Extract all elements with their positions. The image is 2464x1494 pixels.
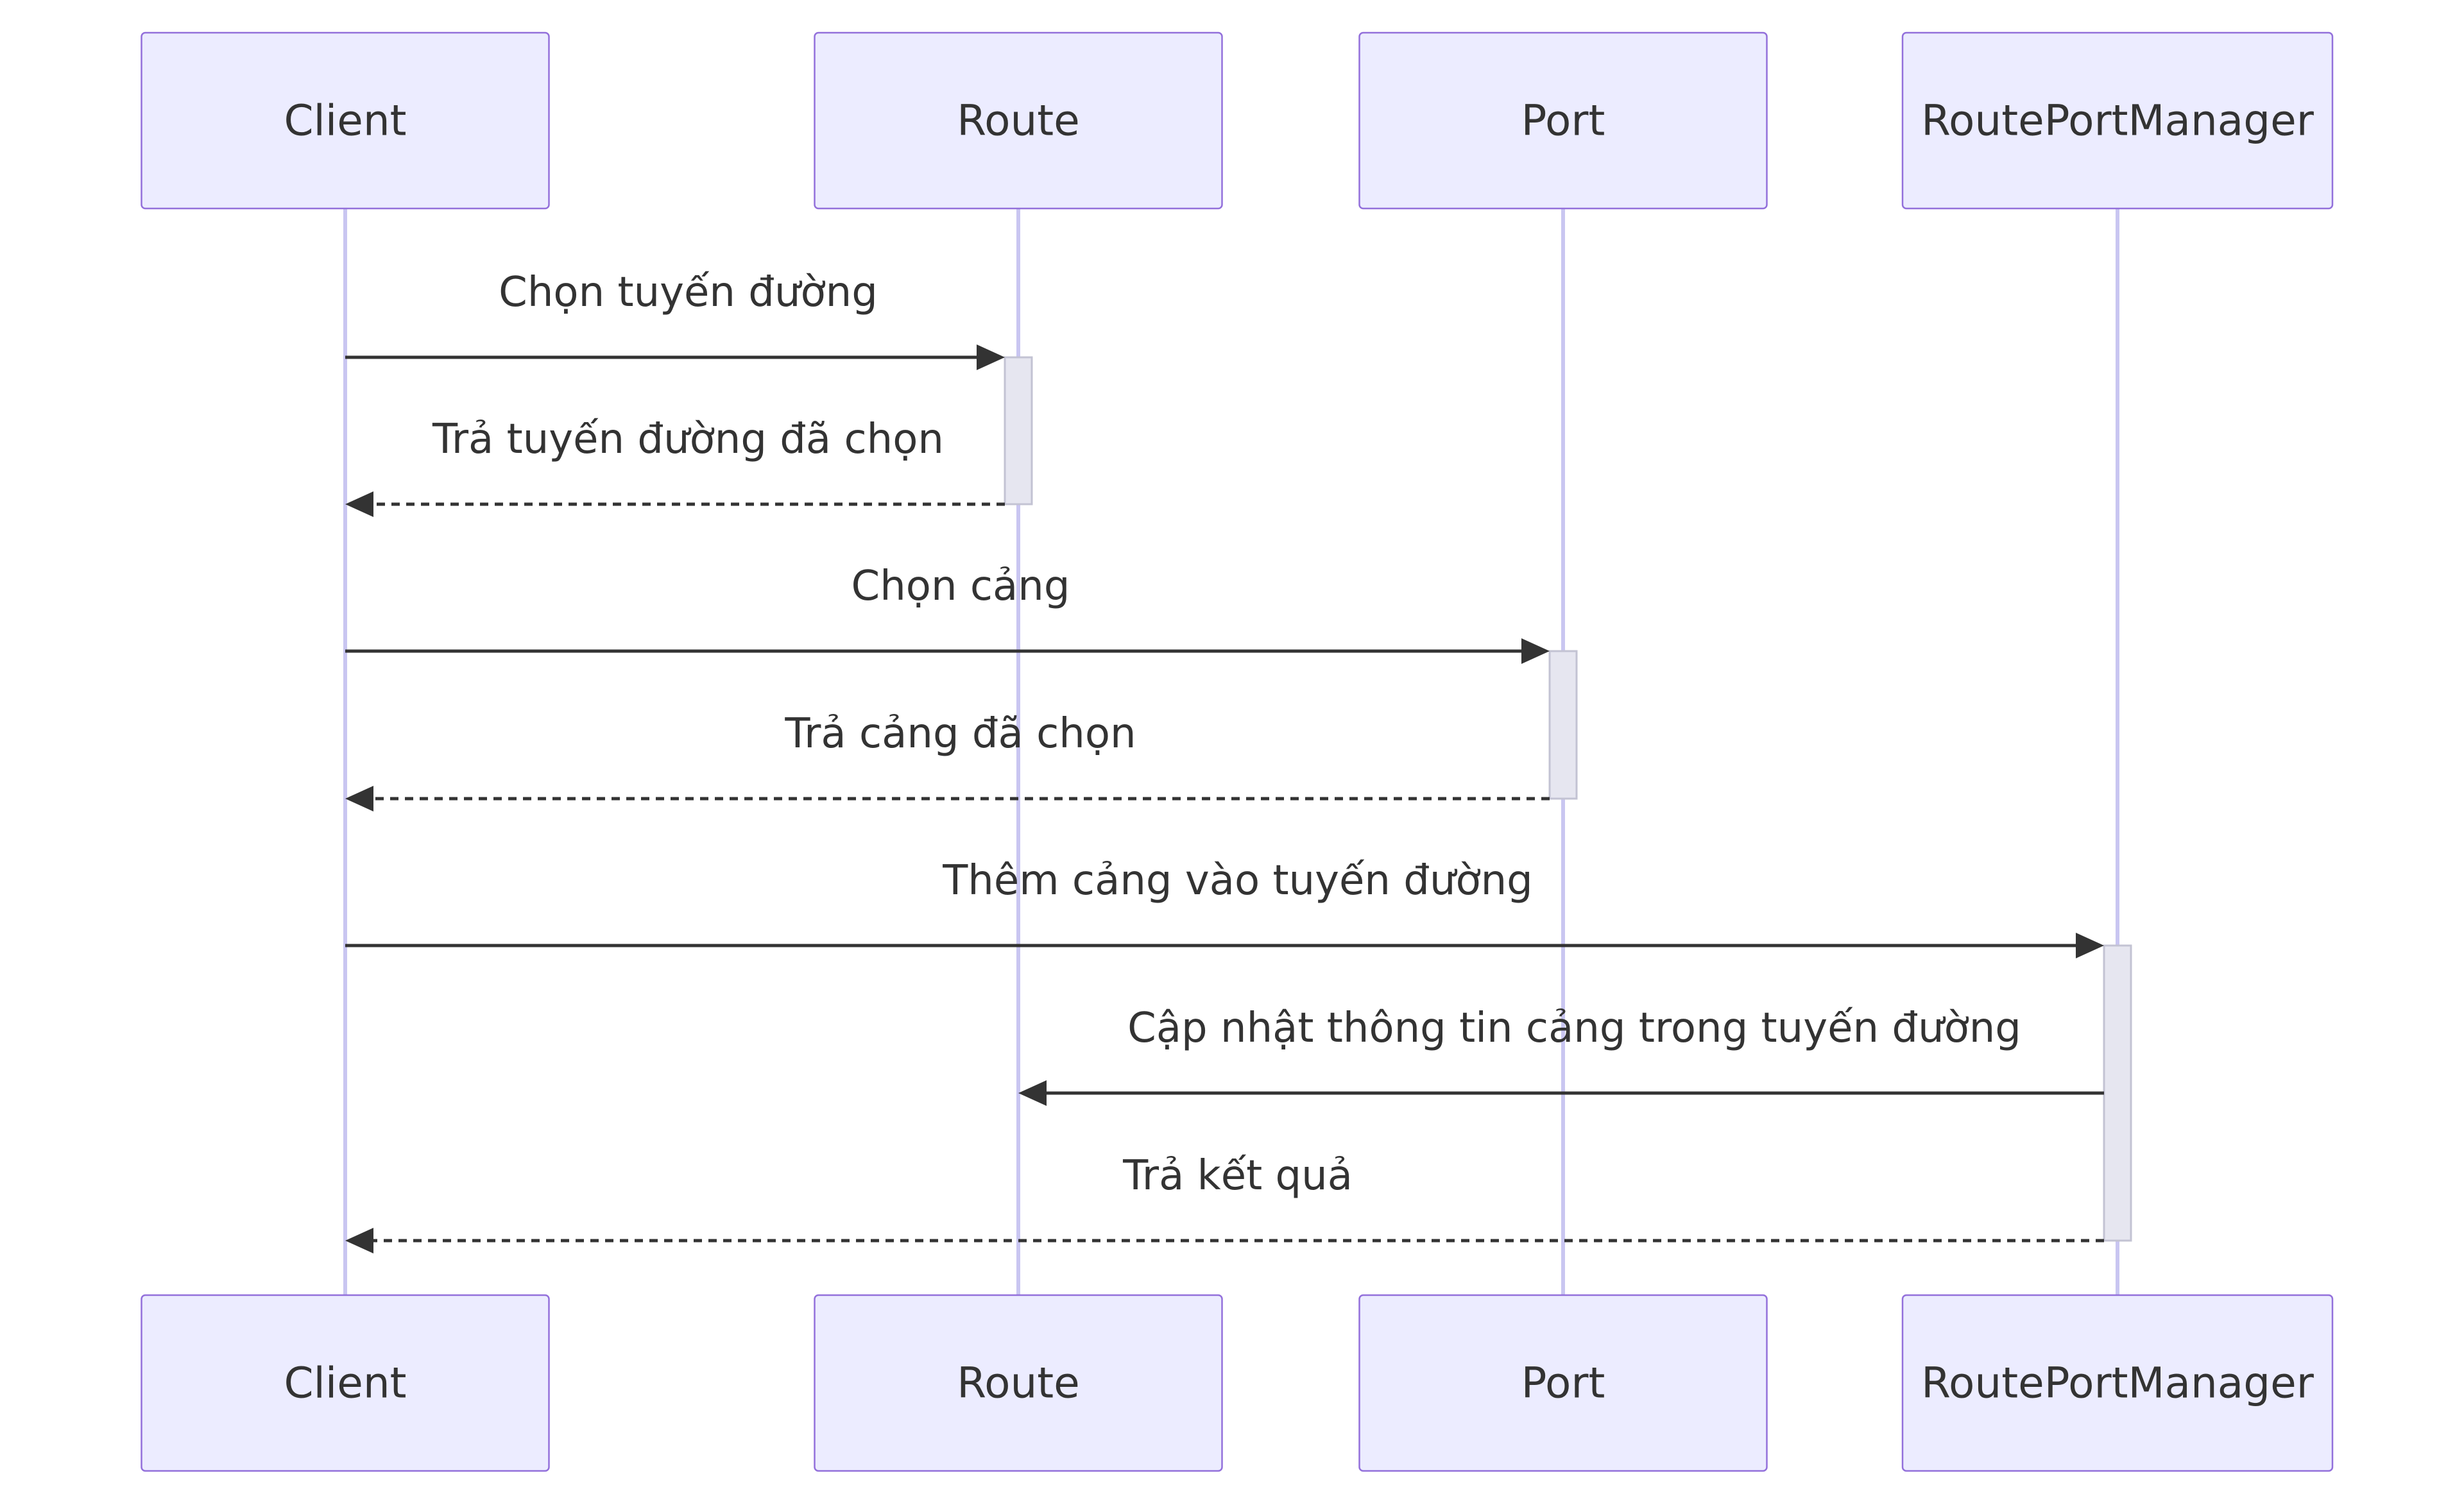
message-label: Thêm cảng vào tuyến đường <box>942 857 1533 904</box>
arrowhead-icon <box>977 344 1005 370</box>
message-4: Trả cảng đã chọn <box>345 710 1550 811</box>
participant-label: RoutePortManager <box>1921 1359 2314 1408</box>
message-2: Trả tuyến đường đã chọn <box>345 416 1005 517</box>
participant-label: Route <box>957 96 1080 146</box>
participant-label: Route <box>957 1359 1080 1408</box>
participant-manager-bottom: RoutePortManager <box>1901 1294 2334 1472</box>
participant-box <box>1901 31 2334 210</box>
arrowhead-icon <box>2076 933 2104 958</box>
participant-label: Client <box>284 1359 406 1408</box>
activation-manager <box>2103 944 2132 1242</box>
message-label: Chọn tuyến đường <box>499 269 878 316</box>
message-label: Trả cảng đã chọn <box>784 710 1136 758</box>
participant-box <box>1901 1294 2334 1472</box>
message-label: Cập nhật thông tin cảng trong tuyến đườn… <box>1127 1005 2021 1052</box>
participant-box <box>814 31 1223 210</box>
message-3: Chọn cảng <box>345 563 1550 664</box>
arrowhead-icon <box>345 491 373 517</box>
participant-manager-top: RoutePortManager <box>1901 31 2334 210</box>
participant-box <box>814 1294 1223 1472</box>
message-label: Trả kết quả <box>1122 1152 1353 1200</box>
activations <box>1004 356 2132 1242</box>
arrowhead-icon <box>1521 638 1550 664</box>
participant-box <box>141 31 550 210</box>
participant-port-top: Port <box>1358 31 1768 210</box>
message-label: Chọn cảng <box>851 563 1070 610</box>
participant-label: Port <box>1521 1359 1605 1408</box>
participant-route-top: Route <box>814 31 1223 210</box>
message-7: Trả kết quả <box>345 1152 2104 1253</box>
participant-client-top: Client <box>141 31 550 210</box>
participant-box <box>141 1294 550 1472</box>
activation-route <box>1004 356 1033 505</box>
participant-route-bottom: Route <box>814 1294 1223 1472</box>
message-6: Cập nhật thông tin cảng trong tuyến đườn… <box>1018 1005 2104 1106</box>
participant-label: RoutePortManager <box>1921 96 2314 146</box>
message-5: Thêm cảng vào tuyến đường <box>345 857 2104 958</box>
participant-label: Client <box>284 96 406 146</box>
participants: ClientClientRouteRoutePortPortRoutePortM… <box>141 31 2334 1472</box>
arrowhead-icon <box>1018 1080 1047 1106</box>
participant-box <box>1358 1294 1768 1472</box>
lifelines <box>343 208 2119 1295</box>
arrowhead-icon <box>345 1228 373 1253</box>
participant-port-bottom: Port <box>1358 1294 1768 1472</box>
message-label: Trả tuyến đường đã chọn <box>432 416 944 463</box>
message-1: Chọn tuyến đường <box>345 269 1005 370</box>
arrowhead-icon <box>345 786 373 811</box>
activation-port <box>1548 650 1578 800</box>
participant-box <box>1358 31 1768 210</box>
participant-client-bottom: Client <box>141 1294 550 1472</box>
participant-label: Port <box>1521 96 1605 146</box>
